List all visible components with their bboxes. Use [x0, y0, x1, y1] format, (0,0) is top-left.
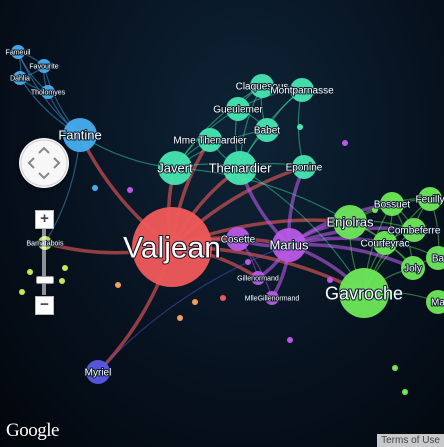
minor-node: [127, 187, 133, 193]
node-label-ma: Ma: [431, 298, 444, 309]
minor-node: [192, 299, 198, 305]
node-label-fantine: Fantine: [58, 128, 101, 143]
node-label-joly: Joly: [404, 264, 422, 275]
node-claquesous[interactable]: [250, 74, 274, 98]
node-label-claquesous: Claquesous: [236, 82, 289, 93]
node-gueulemer[interactable]: [226, 97, 250, 121]
node-label-courfeyrac: Courfeyrac: [361, 239, 410, 250]
node-label-combeferre: Combeferre: [388, 226, 441, 237]
graph-link: [97, 244, 290, 373]
node-feuilly[interactable]: [418, 187, 442, 211]
pan-control[interactable]: [19, 138, 69, 188]
node-label-fameuil: Fameuil: [6, 49, 31, 56]
minor-node: [372, 207, 378, 213]
node-label-gavroche: Gavroche: [325, 283, 403, 303]
minor-node: [115, 282, 121, 288]
node-marius[interactable]: [272, 228, 306, 262]
minor-node: [92, 185, 98, 191]
node-mllegillenormand[interactable]: [265, 291, 279, 305]
node-label-feuilly: Feuilly: [416, 195, 444, 206]
minor-node: [62, 265, 68, 271]
node-fameuil[interactable]: [11, 45, 25, 59]
node-enjolras[interactable]: [333, 205, 367, 239]
node-fantine[interactable]: [63, 118, 97, 152]
node-label-gillenormand: Gillenormand: [237, 275, 279, 282]
node-label-babet: Babet: [254, 126, 280, 137]
node-label-valjean: Valjean: [123, 232, 221, 265]
terms-of-use-link[interactable]: Terms of Use: [377, 434, 444, 447]
zoom-slider-handle[interactable]: [36, 276, 54, 284]
zoom-in-button[interactable]: +: [35, 210, 54, 229]
node-courfeyrac[interactable]: [373, 231, 397, 255]
node-label-gueulemer: Gueulemer: [213, 105, 263, 116]
node-joly[interactable]: [401, 256, 425, 280]
minor-node: [220, 295, 226, 301]
node-label-enjolras: Enjolras: [327, 215, 374, 230]
node-gillenormand[interactable]: [251, 271, 265, 285]
minor-node: [287, 337, 293, 343]
node-babet[interactable]: [255, 118, 279, 142]
minor-node: [297, 124, 303, 130]
node-label-cosette: Cosette: [221, 235, 256, 246]
node-label-tholomyes: Tholomyes: [31, 89, 66, 96]
node-label-mllegillenormand: MlleGillenormand: [245, 295, 300, 302]
node-label-mmethenardier: Mme Thenardier: [173, 136, 247, 147]
zoom-slider-track[interactable]: [42, 229, 46, 295]
node-label-marius: Marius: [269, 238, 309, 253]
node-myriel[interactable]: [86, 360, 110, 384]
node-valjean[interactable]: [132, 207, 212, 287]
minor-node: [59, 278, 65, 284]
node-combeferre[interactable]: [402, 218, 426, 242]
node-label-myriel: Myriel: [85, 368, 112, 379]
pan-arrows-icon: [20, 139, 68, 187]
zoom-out-button[interactable]: −: [35, 296, 54, 315]
minor-node: [402, 389, 408, 395]
minor-node: [19, 289, 25, 295]
node-tholomyes[interactable]: [41, 85, 55, 99]
minor-node: [177, 315, 183, 321]
node-ma[interactable]: [426, 290, 444, 314]
node-label-eponine: Eponine: [286, 163, 323, 174]
node-label-favourite: Favourite: [29, 63, 58, 70]
node-bossuet[interactable]: [380, 192, 404, 216]
graph-link: [174, 167, 351, 223]
node-label-ba: Ba: [432, 254, 444, 265]
node-cosette[interactable]: [226, 227, 250, 251]
node-javert[interactable]: [158, 151, 192, 185]
node-ba[interactable]: [426, 246, 444, 270]
node-label-thenardier: Thenardier: [209, 161, 273, 176]
minor-node: [392, 365, 398, 371]
node-montparnasse[interactable]: [290, 78, 314, 102]
node-label-montparnasse: Montparnasse: [270, 86, 334, 97]
node-thenardier[interactable]: [223, 151, 257, 185]
node-label-dahlia: Dahlia: [10, 75, 30, 82]
google-logo: Google: [6, 420, 59, 441]
node-eponine[interactable]: [292, 155, 316, 179]
node-mmethenardier[interactable]: [198, 128, 222, 152]
minor-node: [342, 140, 348, 146]
minor-node: [27, 269, 33, 275]
node-gavroche[interactable]: [339, 268, 389, 318]
minor-node: [327, 277, 333, 283]
node-label-javert: Javert: [157, 161, 193, 176]
node-label-bossuet: Bossuet: [374, 200, 410, 211]
node-dahlia[interactable]: [13, 71, 27, 85]
minor-node: [245, 259, 251, 265]
node-favourite[interactable]: [37, 59, 51, 73]
